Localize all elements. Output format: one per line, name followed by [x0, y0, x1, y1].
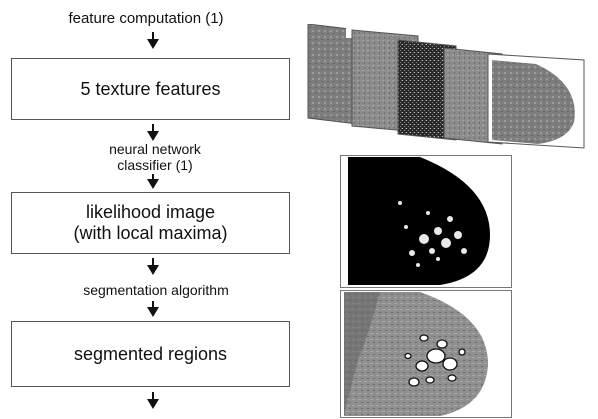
- arrow-1: [147, 32, 159, 49]
- likelihood-line2: (with local maxima): [73, 223, 228, 243]
- arrow-5: [147, 301, 159, 317]
- feature-computation-label: feature computation (1): [68, 10, 224, 27]
- neural-network-label: neural network classifier (1): [60, 141, 250, 173]
- texture-feature-image-stack: [307, 24, 585, 149]
- likelihood-image: [340, 155, 512, 288]
- arrow-3: [147, 174, 159, 189]
- texture-features-text: 5 texture features: [80, 78, 221, 99]
- likelihood-line1: likelihood image: [85, 202, 216, 222]
- texture-features-box: 5 texture features: [11, 58, 290, 120]
- segmented-regions-text: segmented regions: [73, 343, 228, 364]
- arrow-4: [147, 258, 159, 275]
- arrow-6: [147, 392, 159, 409]
- neural-network-line1: neural network: [109, 141, 201, 157]
- feature-image-5: [487, 53, 585, 149]
- feature-image-3: [397, 39, 457, 141]
- segmented-regions-image: [340, 290, 512, 418]
- likelihood-image-box: likelihood image (with local maxima): [11, 192, 290, 254]
- segmentation-algorithm-label: segmentation algorithm: [83, 282, 229, 298]
- arrow-2: [147, 124, 159, 141]
- segmented-regions-box: segmented regions: [11, 321, 290, 387]
- neural-network-line2: classifier (1): [117, 157, 193, 173]
